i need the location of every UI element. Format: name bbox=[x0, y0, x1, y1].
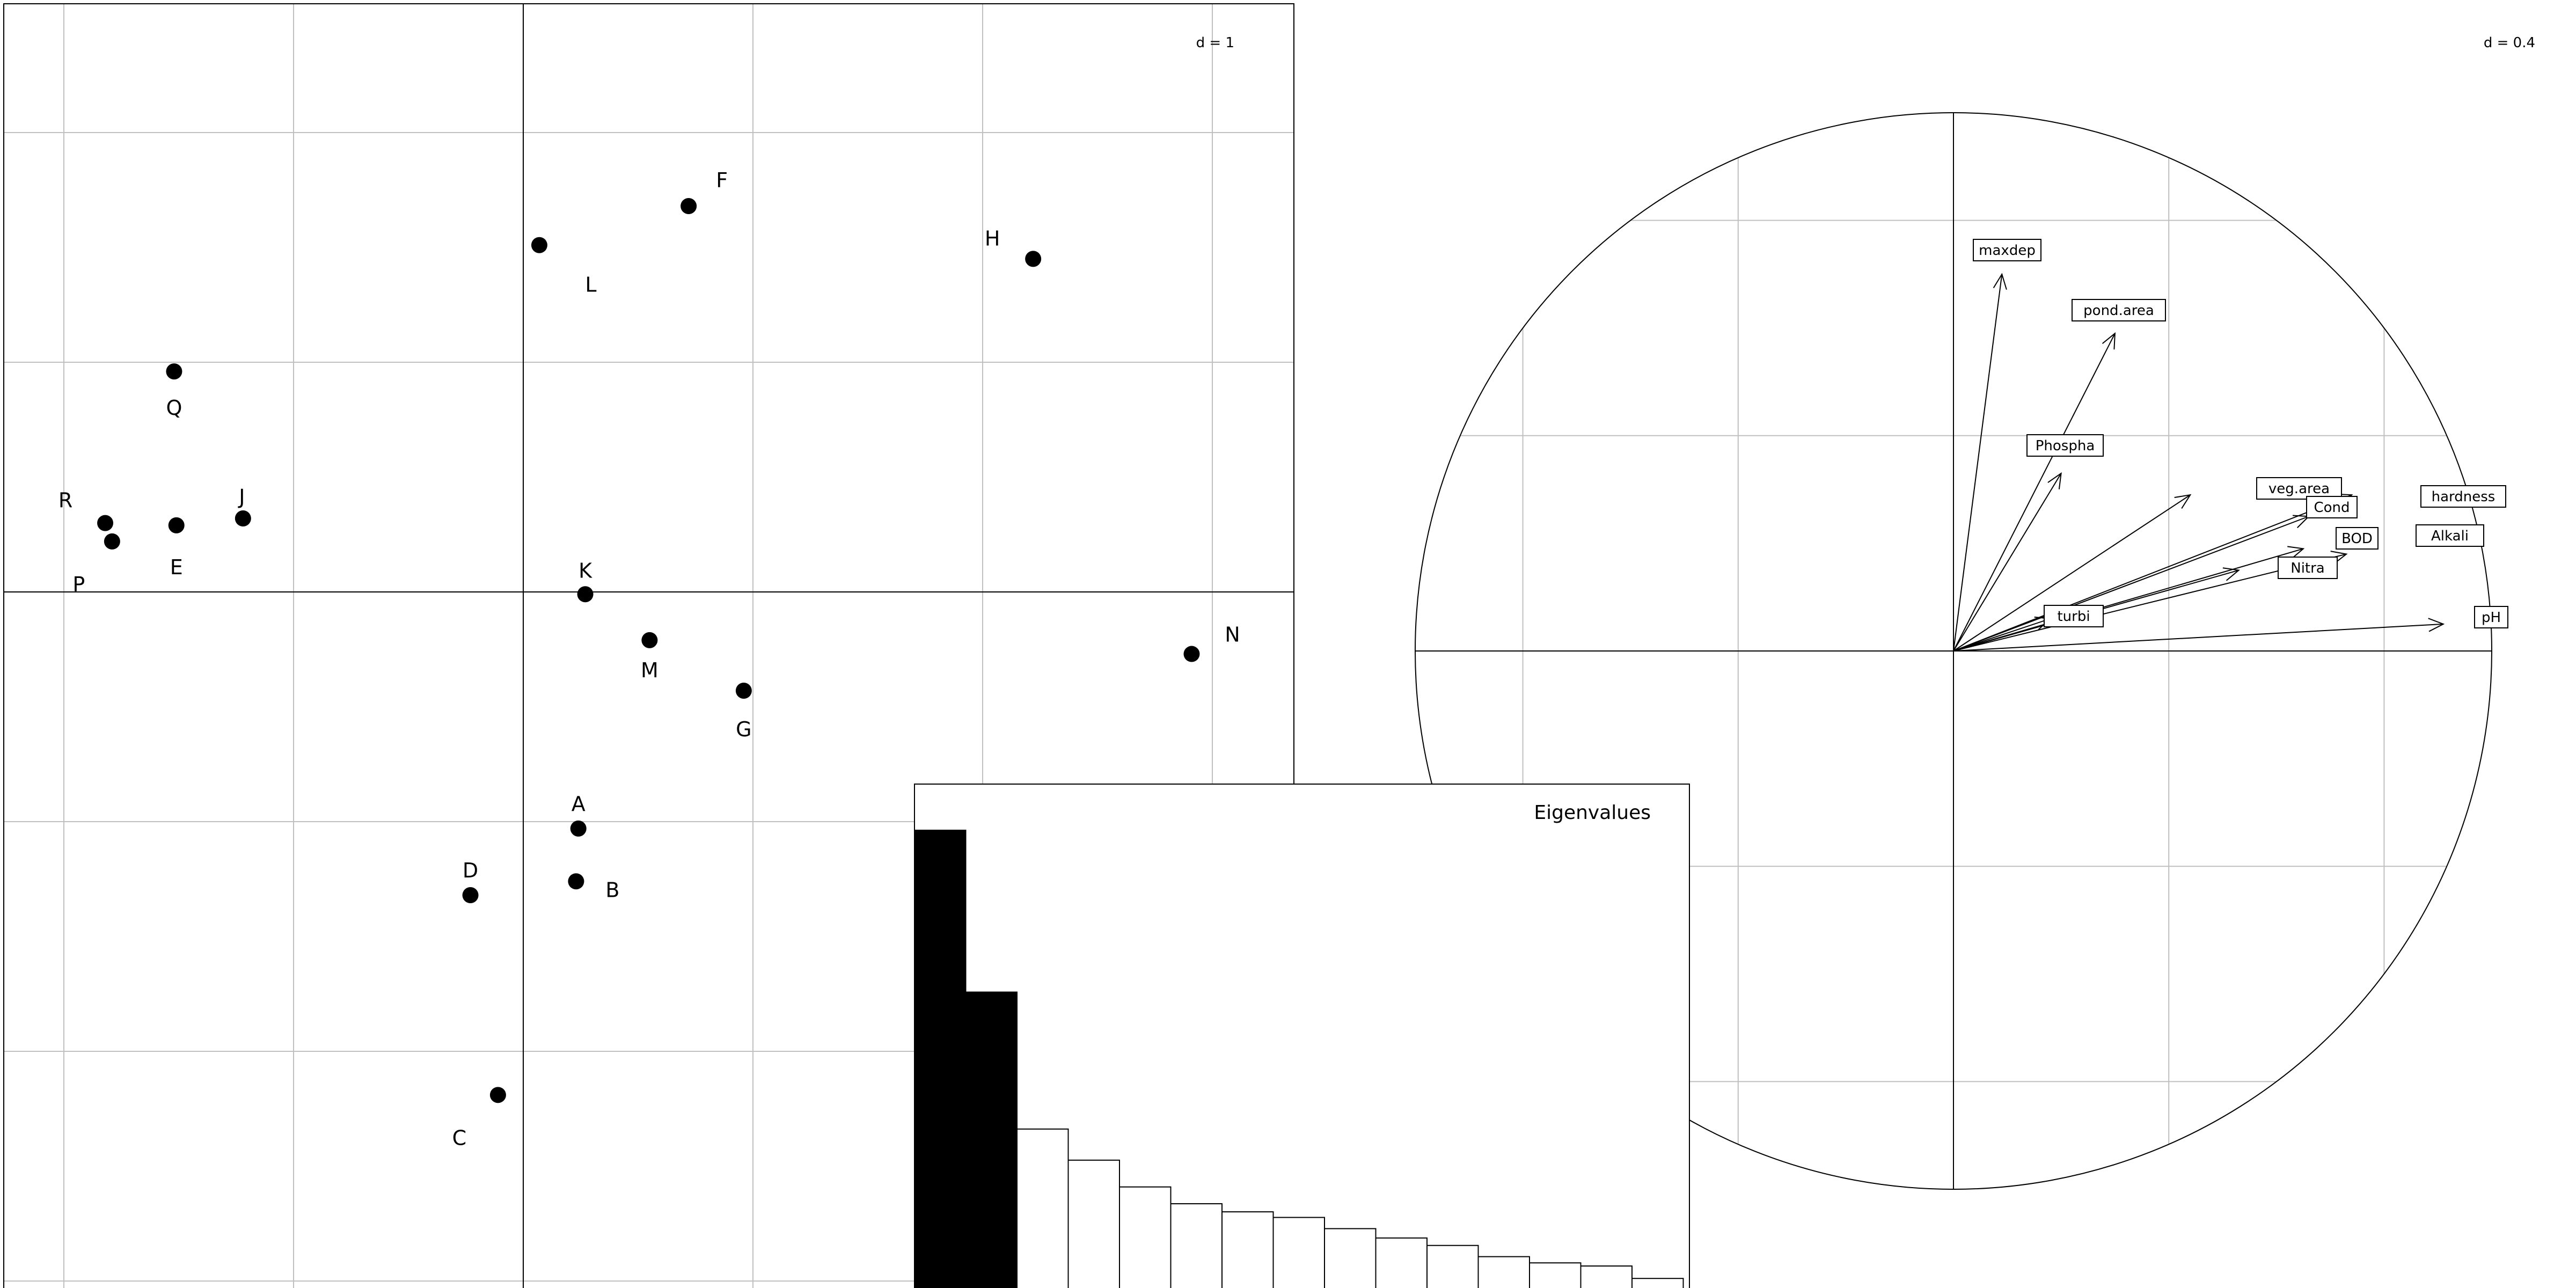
eigenvalue-bar bbox=[1016, 1128, 1069, 1288]
row-point-label: A bbox=[572, 792, 586, 816]
loadings-scale-label: d = 0.4 bbox=[2484, 35, 2535, 51]
loadings-arrows bbox=[1953, 273, 2445, 652]
row-point bbox=[168, 517, 185, 533]
row-point-label: P bbox=[72, 573, 85, 596]
variable-label: BOD bbox=[2341, 531, 2373, 547]
row-scores-panel: F L H Q R P E J K N M G A B D C d = 1 bbox=[3, 3, 1294, 1288]
row-point-label: J bbox=[238, 485, 245, 509]
eigenvalue-bar bbox=[1529, 1262, 1582, 1288]
eigenvalue-bar bbox=[1580, 1265, 1633, 1288]
row-point-label: N bbox=[1225, 623, 1240, 647]
row-point-label: G bbox=[736, 718, 751, 741]
row-point-label: L bbox=[585, 273, 596, 297]
variable-label: Cond bbox=[2314, 500, 2350, 516]
variable-label-box bbox=[2420, 485, 2506, 508]
variable-label: pH bbox=[2482, 610, 2501, 626]
eigenvalues-bars bbox=[914, 830, 1684, 1288]
variable-label-box bbox=[2474, 606, 2508, 628]
row-point-label: K bbox=[579, 559, 592, 582]
variable-label: veg.area bbox=[2268, 481, 2330, 497]
row-point bbox=[1025, 251, 1042, 267]
loading-arrow bbox=[1953, 494, 2352, 652]
variable-label: Phospha bbox=[2036, 438, 2095, 454]
row-point-label: D bbox=[463, 859, 478, 882]
row-point bbox=[166, 363, 182, 380]
variable-label-box bbox=[2044, 605, 2104, 627]
loading-arrowhead bbox=[2102, 332, 2116, 350]
eigenvalue-bar bbox=[1170, 1203, 1223, 1288]
row-point-label: E bbox=[170, 555, 183, 579]
variable-label-box bbox=[2416, 524, 2484, 547]
variable-label: hardness bbox=[2432, 489, 2496, 505]
row-point bbox=[1183, 646, 1200, 662]
variable-label: Nitra bbox=[2290, 560, 2325, 576]
loading-arrow bbox=[1953, 516, 2309, 652]
row-point-label: Q bbox=[166, 396, 182, 420]
loading-arrowhead bbox=[2174, 494, 2192, 509]
row-scores-frame bbox=[3, 3, 1294, 1288]
row-point bbox=[680, 197, 697, 214]
row-point bbox=[104, 533, 120, 550]
variable-label: turbi bbox=[2057, 609, 2090, 625]
eigenvalue-bar bbox=[1221, 1211, 1274, 1288]
row-point bbox=[489, 1087, 506, 1103]
eigenvalue-bar bbox=[1324, 1228, 1377, 1288]
eigenvalues-panel: Eigenvalues bbox=[914, 784, 1690, 1288]
loading-arrow bbox=[1953, 618, 2051, 652]
row-point bbox=[97, 515, 114, 531]
eigenvalue-bar bbox=[1272, 1217, 1325, 1288]
row-point-label: C bbox=[452, 1126, 467, 1150]
row-point bbox=[570, 820, 587, 837]
row-scores-scale-label: d = 1 bbox=[1196, 35, 1234, 51]
row-point-label: H bbox=[985, 226, 1000, 250]
loading-arrowhead bbox=[2330, 551, 2348, 565]
loading-arrowhead bbox=[2287, 546, 2305, 560]
row-point-label: F bbox=[716, 169, 728, 192]
variable-label-box bbox=[2336, 527, 2379, 550]
loading-arrow bbox=[1953, 473, 2062, 652]
row-scores-axes bbox=[4, 4, 1294, 1288]
variable-label-box bbox=[2306, 496, 2358, 518]
loading-arrow bbox=[1953, 274, 2003, 652]
variable-label-box bbox=[2256, 477, 2342, 500]
row-point bbox=[531, 237, 547, 253]
loading-arrow bbox=[1953, 623, 2443, 652]
row-point bbox=[235, 510, 251, 527]
eigenvalue-bar bbox=[1067, 1159, 1120, 1288]
row-point-label: B bbox=[605, 878, 619, 902]
eigenvalue-bar bbox=[914, 830, 967, 1288]
row-scores-points: F L H Q R P E J K N M G A B D C bbox=[58, 169, 1240, 1150]
eigenvalue-bar bbox=[1426, 1245, 1479, 1288]
eigenvalue-bar bbox=[1375, 1237, 1428, 1288]
variable-label: pond.area bbox=[2083, 303, 2154, 319]
variable-label-box bbox=[2072, 299, 2166, 321]
loading-arrowhead bbox=[2222, 567, 2240, 581]
variable-label-box bbox=[1973, 239, 2041, 261]
variable-label: maxdep bbox=[1979, 243, 2036, 259]
row-point bbox=[735, 683, 752, 699]
row-point bbox=[577, 586, 594, 603]
row-point-label: R bbox=[58, 489, 72, 513]
loading-arrowhead bbox=[2428, 618, 2445, 632]
variable-label: Alkali bbox=[2431, 528, 2469, 544]
row-point-label: M bbox=[641, 658, 658, 682]
eigenvalue-bar bbox=[1477, 1256, 1530, 1288]
row-point bbox=[462, 887, 479, 903]
row-point bbox=[641, 632, 658, 648]
loading-arrow bbox=[1953, 333, 2116, 652]
variable-label-box bbox=[2026, 434, 2104, 457]
eigenvalue-bar bbox=[1631, 1278, 1684, 1288]
loading-arrowhead bbox=[1993, 273, 2007, 290]
eigenvalues-title: Eigenvalues bbox=[1534, 802, 1651, 824]
row-point bbox=[568, 873, 584, 890]
variable-label-box bbox=[2278, 557, 2338, 579]
loading-arrow bbox=[1953, 494, 2191, 652]
loading-arrowhead bbox=[2047, 472, 2062, 489]
eigenvalue-bar bbox=[1119, 1186, 1172, 1288]
eigenvalue-bar bbox=[965, 991, 1018, 1288]
